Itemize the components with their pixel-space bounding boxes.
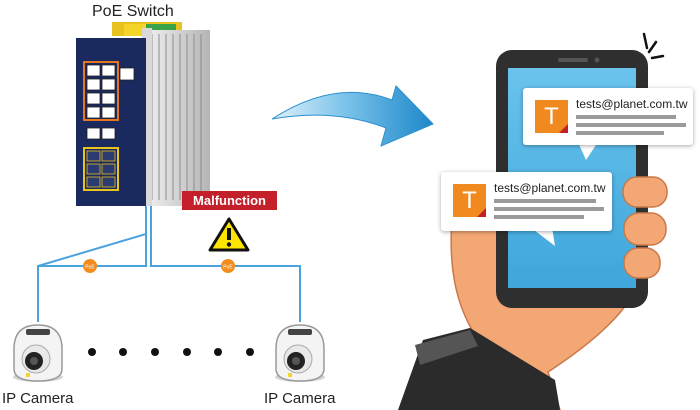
ip-camera-icon — [275, 324, 325, 382]
fingers — [622, 176, 668, 279]
arrow-icon — [271, 85, 434, 147]
camera-label-left: IP Camera — [2, 390, 74, 407]
malfunction-badge: Malfunction — [182, 191, 277, 210]
notification-email: tests@planet.com.tw — [576, 97, 688, 111]
notification-tail — [578, 142, 598, 160]
notification-line — [576, 115, 676, 119]
poe-badge-right: PoE — [221, 259, 235, 273]
notification-tail — [530, 227, 555, 246]
notification-line — [494, 215, 584, 219]
svg-text:PoE: PoE — [85, 265, 95, 271]
poe-switch-icon — [76, 22, 210, 206]
notification-email: tests@planet.com.tw — [494, 181, 606, 195]
poe-badge-left: PoE — [83, 259, 97, 273]
notification-line — [494, 199, 596, 203]
svg-text:PoE: PoE — [223, 265, 233, 271]
avatar: T — [535, 100, 568, 133]
warning-icon — [208, 217, 250, 252]
connection-lines — [37, 203, 301, 322]
avatar-corner — [559, 124, 568, 133]
ellipsis-dots — [88, 348, 254, 356]
ip-camera-icon — [13, 324, 63, 382]
page-title: PoE Switch — [92, 3, 174, 20]
email-notification[interactable]: T tests@planet.com.tw — [441, 172, 612, 231]
avatar-corner — [477, 208, 486, 217]
notification-line — [576, 131, 664, 135]
notification-line — [494, 207, 604, 211]
camera-label-right: IP Camera — [264, 390, 336, 407]
notification-line — [576, 123, 686, 127]
email-notification[interactable]: T tests@planet.com.tw — [523, 88, 693, 145]
